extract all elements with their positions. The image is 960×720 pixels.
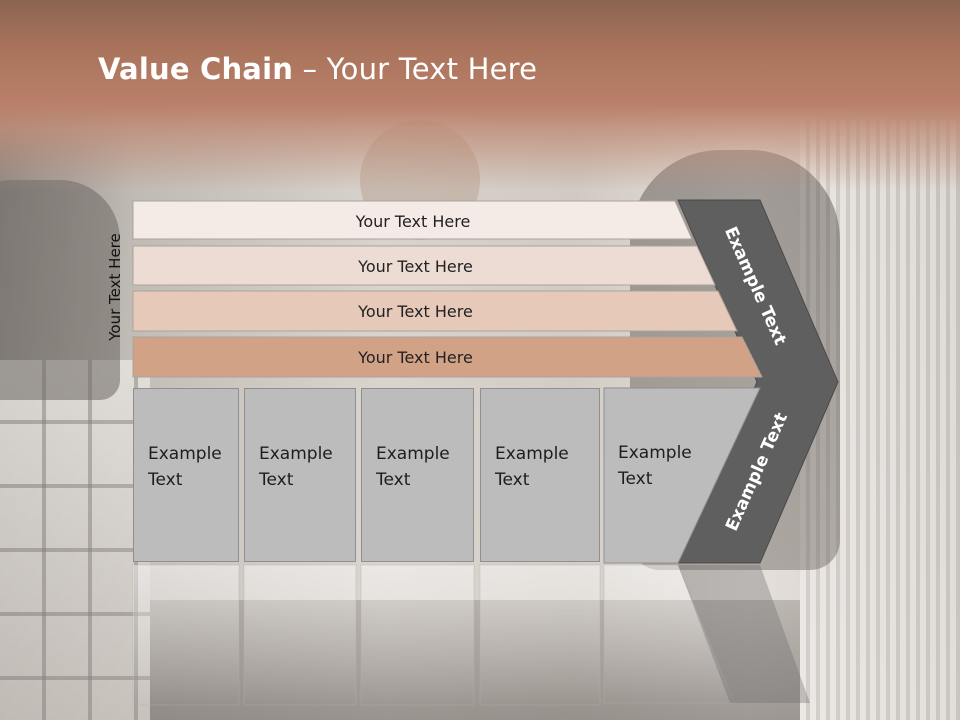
background-window	[0, 360, 150, 720]
bar-1-label[interactable]: Your Text Here	[355, 211, 471, 231]
title-rest[interactable]: – Your Text Here	[293, 52, 538, 86]
slide-title[interactable]: Value Chain – Your Text Here	[98, 52, 537, 86]
cell-4-label[interactable]: Example Text	[495, 444, 569, 490]
background-table	[150, 600, 800, 720]
bar-1[interactable]: Your Text Here	[133, 201, 693, 241]
bar-3[interactable]: Your Text Here	[133, 291, 698, 331]
cell-1-label[interactable]: Example Text	[148, 444, 222, 490]
bar-4[interactable]: Your Text Here	[133, 337, 698, 377]
cell-3[interactable]: Example Text	[361, 388, 474, 562]
header-band	[0, 0, 960, 190]
title-bold[interactable]: Value Chain	[98, 52, 294, 86]
bar-2-label[interactable]: Your Text Here	[358, 256, 473, 276]
bar-2[interactable]: Your Text Here	[133, 246, 698, 286]
cell-3-label[interactable]: Example Text	[376, 444, 450, 490]
side-label[interactable]: Your Text Here	[106, 233, 124, 341]
cell-5-label[interactable]: Example Text	[618, 443, 692, 489]
cell-4[interactable]: Example Text	[480, 388, 600, 562]
bar-4-label[interactable]: Your Text Here	[358, 347, 473, 367]
cell-2-label[interactable]: Example Text	[259, 444, 333, 490]
background-figure-left	[0, 180, 120, 400]
cell-2[interactable]: Example Text	[244, 388, 356, 562]
cell-1[interactable]: Example Text	[133, 388, 239, 562]
bar-3-label[interactable]: Your Text Here	[358, 301, 473, 321]
cell-5[interactable]: Example Text	[604, 388, 704, 562]
